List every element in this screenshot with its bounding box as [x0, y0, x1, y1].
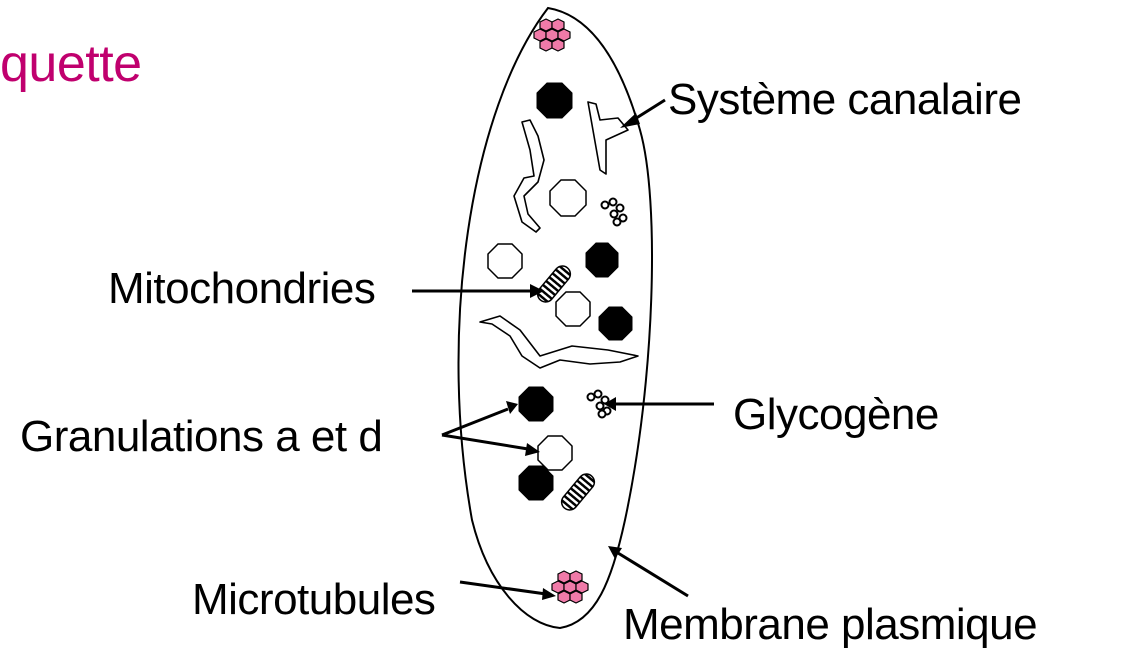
label-granulations: Granulations a et d [20, 415, 382, 459]
slide-title: quette [0, 38, 142, 90]
granule-dense [537, 83, 572, 118]
granule-alpha [550, 180, 586, 216]
microtubule-cluster-top [534, 19, 570, 51]
granule-dense [599, 307, 632, 340]
label-microtubules: Microtubules [192, 578, 435, 622]
granule-dense [519, 387, 553, 421]
granule-alpha [488, 244, 522, 278]
microtubule-cluster-bottom [552, 571, 588, 603]
label-systeme-canalaire: Système canalaire [668, 78, 1021, 122]
granule-alpha [556, 292, 590, 326]
label-membrane-plasmique: Membrane plasmique [623, 603, 1037, 647]
label-mitochondries: Mitochondries [108, 267, 375, 311]
arrow-membrane [618, 553, 688, 596]
granule-dense [586, 243, 618, 277]
granule-dense [519, 466, 553, 500]
granule-alpha [538, 436, 572, 470]
label-glycogene: Glycogène [733, 393, 939, 437]
